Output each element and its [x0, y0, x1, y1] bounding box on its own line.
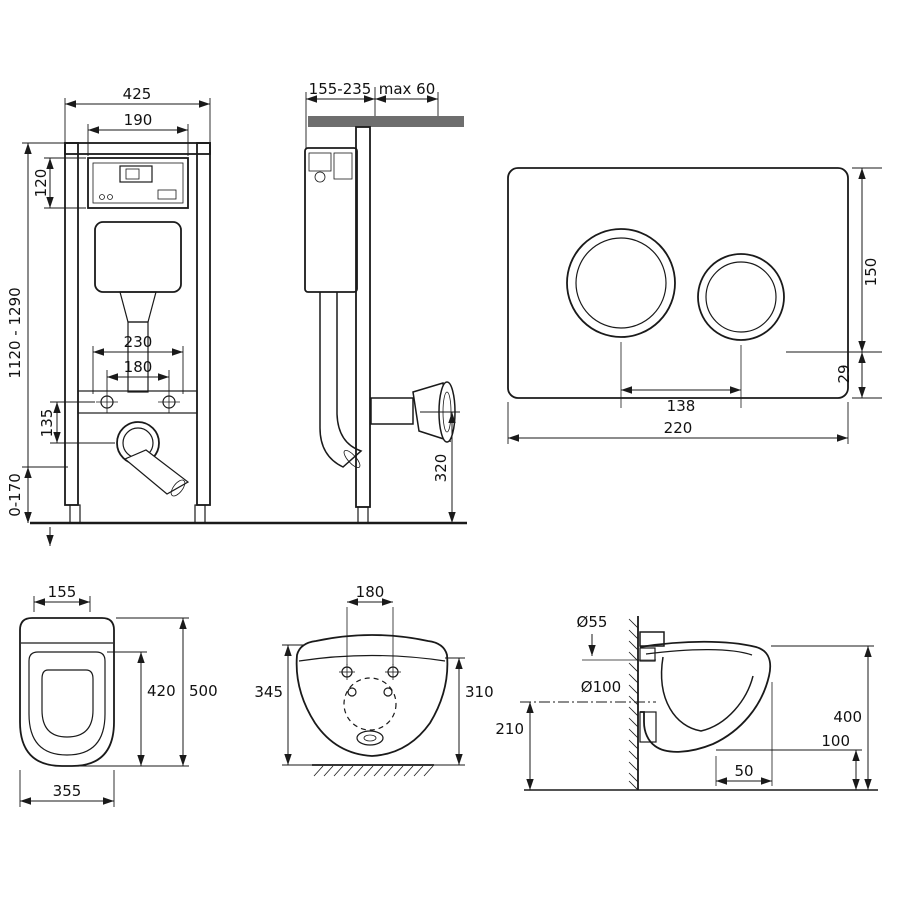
top-wall-bracket [308, 116, 464, 127]
bowl-front-outline [295, 634, 449, 757]
dim-outlet-height-label: 320 [432, 454, 450, 483]
dim-depth-range-label: 155-235 [309, 80, 372, 98]
dim-height-right-label: 310 [465, 683, 494, 701]
frame-front-view: 425 190 120 1120 - 1290 0-170 230 180 13… [6, 85, 467, 546]
flush-plate-body [507, 167, 849, 399]
dim-bracket-max-label: max 60 [379, 80, 436, 98]
flush-pipe-side [319, 292, 363, 469]
dim-front-offset-label: 50 [734, 762, 753, 780]
drain-outlet [116, 421, 190, 497]
dim-height-right: 310 [434, 657, 494, 766]
dim-frame-height: 1120 - 1290 [6, 142, 64, 523]
frame-structure [64, 142, 211, 524]
dim-height-left: 345 [254, 644, 312, 766]
wall-with-hatch [628, 616, 639, 791]
leg-side [357, 506, 369, 524]
dim-bowl-height-label: 400 [833, 708, 862, 726]
dim-inlet-diameter-label: Ø55 [577, 613, 608, 631]
dim-cistern-width-label: 190 [124, 111, 153, 129]
dim-fixing-to-outlet: 135 [38, 401, 115, 444]
dim-hole-spacing: 180 [346, 583, 394, 665]
bowl-side-outline [639, 640, 772, 753]
flush-plate-view: 150 29 138 220 [507, 167, 882, 444]
bowl-front-view: 180 345 310 [254, 583, 494, 777]
floor-line [30, 521, 467, 546]
dim-bracket-max: max 60 [375, 80, 439, 116]
hidden-drain-circle [343, 677, 397, 731]
dim-outlet-height: 320 [420, 411, 460, 523]
dim-cistern-height: 120 [32, 157, 86, 209]
bowl-side-view: Ø55 Ø100 210 400 100 50 [495, 613, 878, 791]
bowl-top-view: 155 420 500 355 [19, 583, 218, 807]
dim-frame-width: 425 [64, 85, 211, 143]
dim-leg-adjustment: 0-170 [6, 466, 68, 523]
dim-cistern-height-label: 120 [32, 169, 50, 198]
bowl-cavity-line [660, 656, 754, 732]
dim-plate-edge-offset: 29 [835, 352, 882, 399]
dim-outlet-center-height: 210 [495, 702, 534, 790]
dim-leg-adjustment-label: 0-170 [6, 473, 24, 517]
dim-fixing-inner-label: 180 [124, 358, 153, 376]
dim-plate-height: 150 [786, 167, 882, 353]
dim-cistern-width: 190 [87, 111, 189, 156]
dim-plate-width-label: 220 [664, 419, 693, 437]
dim-hole-spacing-label: 180 [356, 583, 385, 601]
dim-fixing-outer-label: 230 [124, 333, 153, 351]
cistern-side [304, 147, 358, 293]
ground-hatch [312, 764, 434, 777]
dim-height-left-label: 345 [254, 683, 283, 701]
seat-fixing-holes [339, 664, 401, 680]
dim-plate-width: 220 [507, 402, 849, 444]
seat-outline [28, 651, 106, 756]
dim-fixing-outer: 230 [92, 333, 184, 394]
bowl-top-outline [19, 617, 115, 767]
small-flush-button [697, 253, 785, 341]
dim-plate-height-label: 150 [862, 258, 880, 287]
dim-bowl-height: 400 [771, 645, 874, 790]
dim-bowl-back-width: 155 [33, 583, 91, 612]
dim-bowl-back-width-label: 155 [48, 583, 77, 601]
dim-button-spacing-label: 138 [667, 397, 696, 415]
dim-outlet-center-height-label: 210 [495, 720, 524, 738]
dim-fixing-to-outlet-label: 135 [38, 409, 56, 438]
big-flush-button [566, 228, 676, 338]
dim-seat-depth: 420 [107, 651, 176, 766]
dim-frame-height-label: 1120 - 1290 [6, 287, 24, 378]
fixing-studs [96, 391, 180, 413]
dim-underside-height: 100 [716, 732, 862, 790]
drain-hole [356, 730, 384, 746]
dim-outlet-diameter-label: Ø100 [581, 678, 621, 696]
mounting-bracket [639, 711, 657, 743]
dim-outlet-diameter: Ø100 [520, 678, 656, 703]
dim-seat-depth-label: 420 [147, 682, 176, 700]
dim-bowl-width: 355 [19, 770, 115, 807]
dim-button-spacing: 138 [620, 342, 742, 415]
left-leg [69, 504, 81, 524]
dim-bowl-depth-label: 500 [189, 682, 218, 700]
frame-side-view: 155-235 max 60 320 [304, 80, 464, 524]
flush-tank-and-pipe [94, 221, 182, 393]
dim-fixing-inner: 180 [106, 358, 170, 391]
dim-plate-edge-offset-label: 29 [835, 364, 853, 383]
bowl-opening-outline [41, 669, 94, 738]
dim-frame-width-label: 425 [123, 85, 152, 103]
dim-bowl-depth: 500 [75, 617, 218, 767]
dim-depth-range: 155-235 [305, 80, 376, 148]
dim-bowl-width-label: 355 [53, 782, 82, 800]
dim-front-offset: 50 [715, 682, 773, 786]
dim-inlet-diameter: Ø55 [577, 613, 656, 661]
dim-underside-height-label: 100 [821, 732, 850, 750]
cistern-front [87, 157, 189, 209]
right-leg [194, 504, 206, 524]
